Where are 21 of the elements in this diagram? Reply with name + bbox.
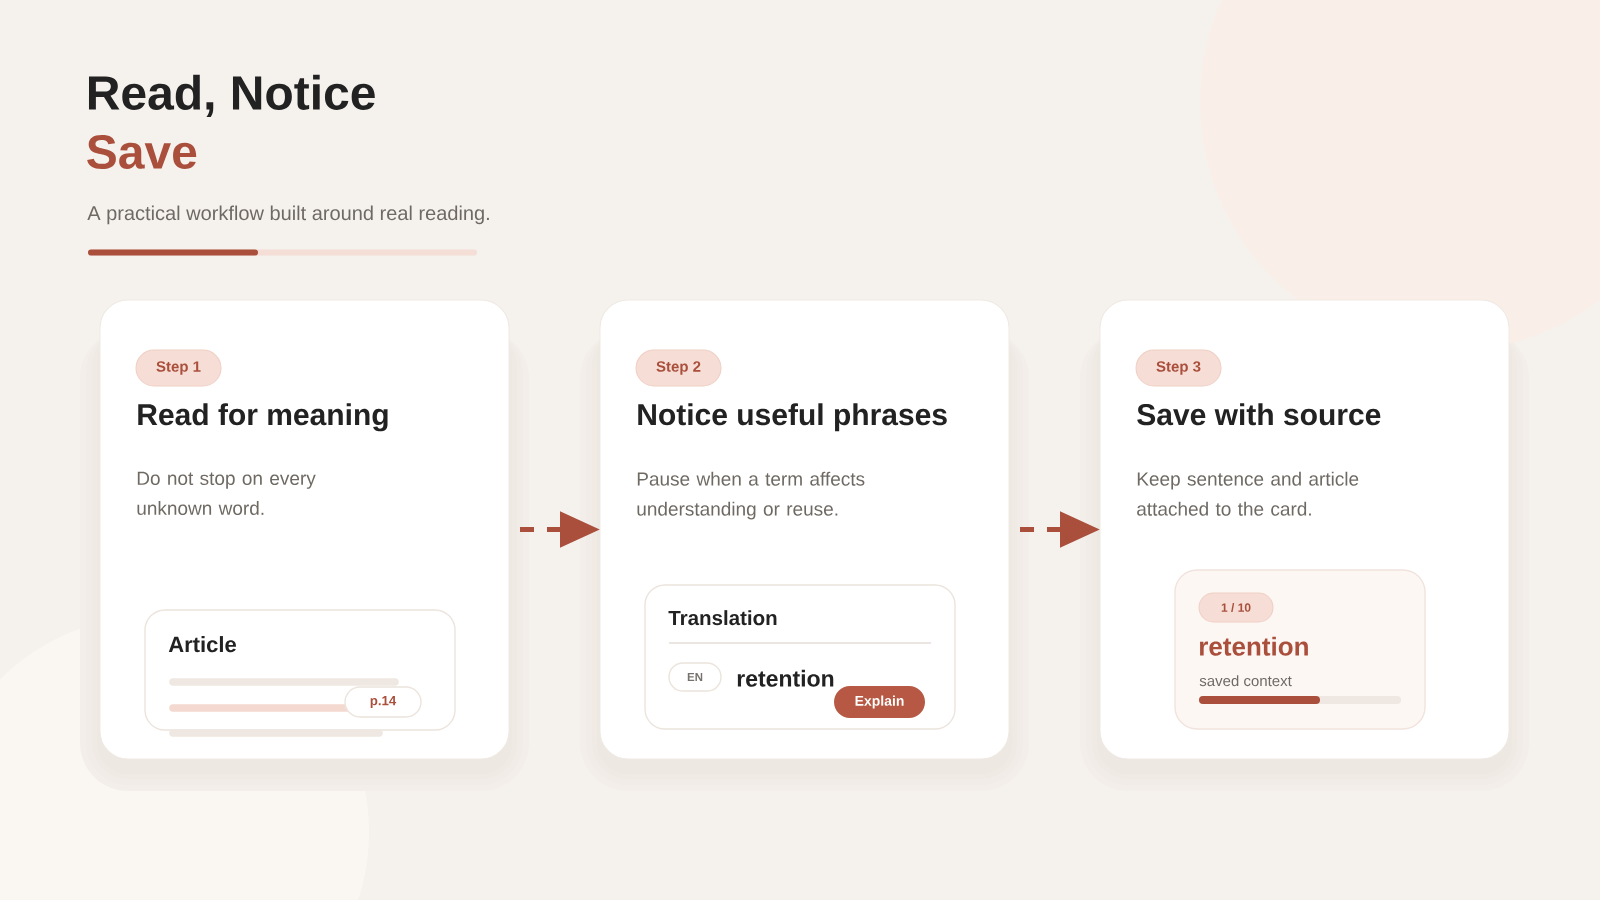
card-description: Do not stop on every unknown word. [137, 471, 316, 516]
step-badge: Step 1 [135, 349, 222, 387]
title: Read, Notice [89, 74, 375, 117]
title: Save [87, 135, 197, 169]
card-heading: Notice useful phrases [638, 403, 947, 432]
subtitle: A practical workflow built around real reading. [87, 205, 489, 225]
language-tag: EN [668, 662, 722, 692]
panel-heading: Translation [668, 610, 777, 626]
card-description: Pause when a term affects understanding or reuse. [637, 471, 865, 520]
panel-heading: Article [168, 636, 236, 653]
page-tag: p.14 [344, 686, 422, 718]
flashcard-word: retention [1200, 636, 1308, 656]
card-heading: Read for meaning [138, 403, 388, 432]
word: retention [737, 669, 834, 687]
explain-button: Explain [834, 686, 925, 718]
step-badge: Step 2 [635, 349, 722, 387]
card-description: Keep sentence and article attached to the card. [1137, 471, 1359, 516]
counter-badge: 1 / 10 [1198, 592, 1274, 623]
context-note: saved context [1199, 675, 1292, 687]
step-badge: Step 3 [1135, 349, 1222, 387]
card-heading: Save with source [1137, 403, 1381, 426]
